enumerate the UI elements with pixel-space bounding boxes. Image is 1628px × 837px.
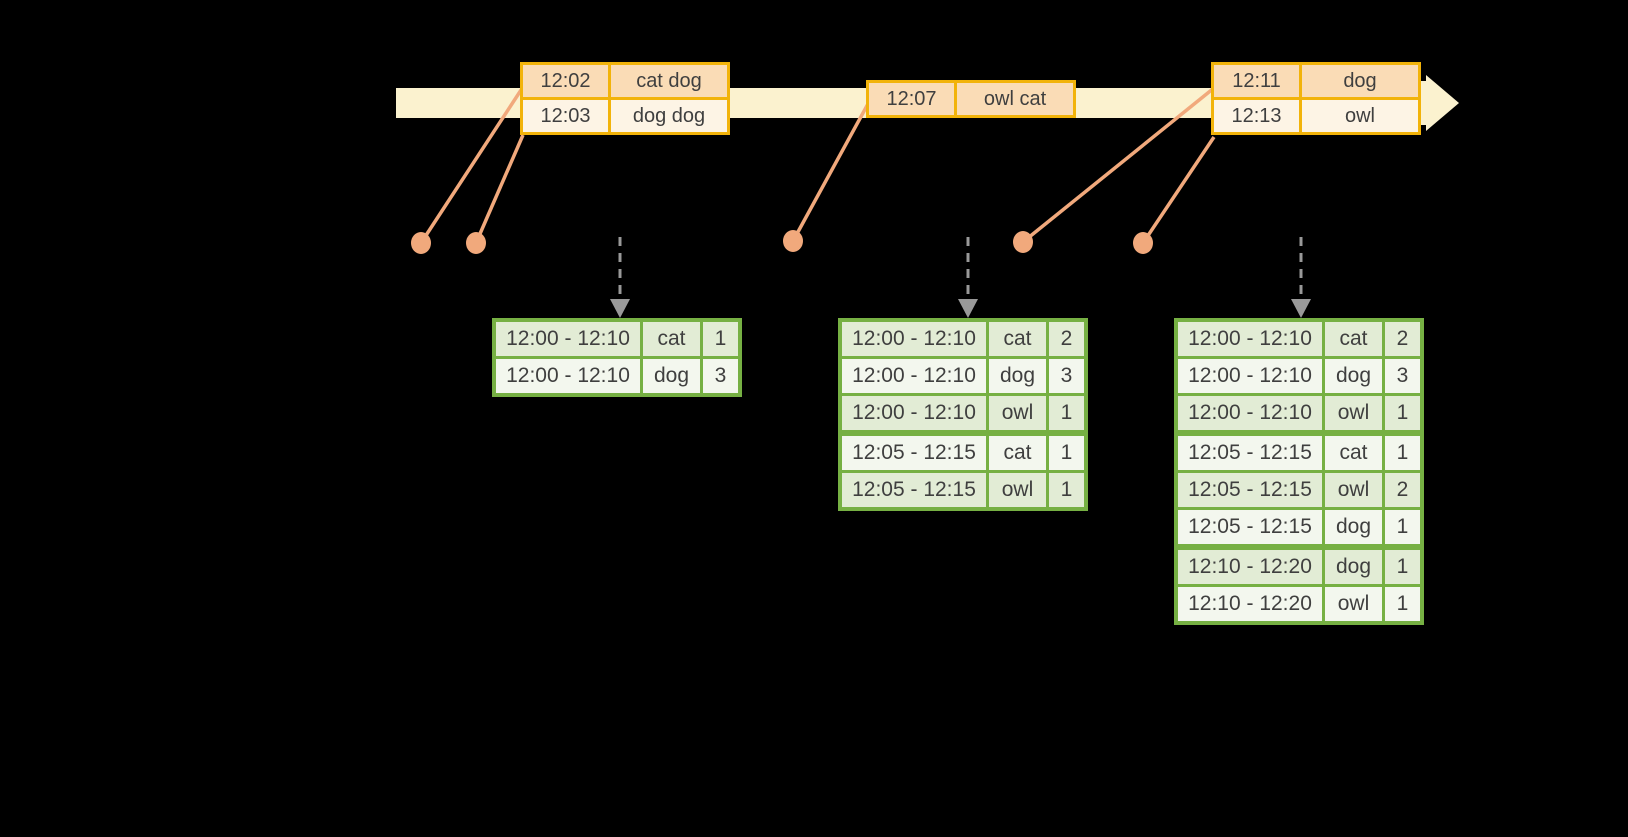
word-cell: cat bbox=[640, 318, 703, 359]
window-cell: 12:00 - 12:10 bbox=[492, 356, 643, 397]
result-row: 12:00 - 12:10 dog 3 bbox=[1174, 356, 1424, 396]
event-words: dog dog bbox=[608, 97, 730, 135]
result-row: 12:05 - 12:15 cat 1 bbox=[1174, 430, 1424, 473]
event-row: 12:13 owl bbox=[1211, 97, 1421, 135]
window-cell: 12:00 - 12:10 bbox=[1174, 356, 1325, 396]
result-table-2: 12:00 - 12:10 cat 2 12:00 - 12:10 dog 3 … bbox=[838, 318, 1088, 511]
count-cell: 1 bbox=[1046, 470, 1088, 511]
word-cell: dog bbox=[640, 356, 703, 397]
word-cell: owl bbox=[986, 393, 1049, 435]
event-time: 12:13 bbox=[1211, 97, 1302, 135]
word-cell: owl bbox=[986, 470, 1049, 511]
word-cell: cat bbox=[1322, 318, 1385, 359]
word-cell: owl bbox=[1322, 470, 1385, 510]
trigger-arrow bbox=[610, 237, 630, 318]
result-row: 12:00 - 12:10 cat 1 bbox=[492, 318, 742, 359]
word-cell: dog bbox=[1322, 544, 1385, 587]
event-row: 12:02 cat dog bbox=[520, 62, 730, 100]
window-cell: 12:05 - 12:15 bbox=[1174, 470, 1325, 510]
result-row: 12:10 - 12:20 owl 1 bbox=[1174, 584, 1424, 625]
connector-line bbox=[419, 86, 525, 244]
result-row: 12:05 - 12:15 cat 1 bbox=[838, 430, 1088, 473]
word-cell: cat bbox=[1322, 430, 1385, 473]
count-cell: 3 bbox=[1382, 356, 1424, 396]
arrow-down-icon bbox=[958, 299, 978, 318]
event-time: 12:11 bbox=[1211, 62, 1302, 100]
result-table-1: 12:00 - 12:10 cat 1 12:00 - 12:10 dog 3 bbox=[492, 318, 742, 397]
window-cell: 12:05 - 12:15 bbox=[1174, 507, 1325, 549]
result-row: 12:00 - 12:10 owl 1 bbox=[838, 393, 1088, 435]
result-table-3: 12:00 - 12:10 cat 2 12:00 - 12:10 dog 3 … bbox=[1174, 318, 1424, 625]
event-dot bbox=[411, 232, 431, 254]
window-cell: 12:10 - 12:20 bbox=[1174, 584, 1325, 625]
count-cell: 1 bbox=[700, 318, 742, 359]
event-dot bbox=[783, 230, 803, 252]
result-row: 12:05 - 12:15 dog 1 bbox=[1174, 507, 1424, 549]
result-row: 12:00 - 12:10 dog 3 bbox=[838, 356, 1088, 396]
event-dot bbox=[1133, 232, 1153, 254]
count-cell: 2 bbox=[1382, 470, 1424, 510]
connector-line bbox=[791, 101, 871, 242]
event-dot bbox=[1013, 231, 1033, 253]
event-row: 12:07 owl cat bbox=[866, 80, 1076, 118]
event-words: dog bbox=[1299, 62, 1421, 100]
trigger-arrow bbox=[958, 237, 978, 318]
count-cell: 1 bbox=[1046, 430, 1088, 473]
result-row: 12:00 - 12:10 dog 3 bbox=[492, 356, 742, 397]
window-cell: 12:00 - 12:10 bbox=[838, 356, 989, 396]
window-cell: 12:05 - 12:15 bbox=[838, 470, 989, 511]
event-table-2: 12:07 owl cat bbox=[866, 80, 1076, 118]
event-table-1: 12:02 cat dog 12:03 dog dog bbox=[520, 62, 730, 135]
count-cell: 1 bbox=[1382, 544, 1424, 587]
count-cell: 1 bbox=[1382, 507, 1424, 549]
window-cell: 12:05 - 12:15 bbox=[1174, 430, 1325, 473]
connector-line bbox=[1141, 136, 1216, 244]
count-cell: 3 bbox=[1046, 356, 1088, 396]
event-words: cat dog bbox=[608, 62, 730, 100]
window-cell: 12:00 - 12:10 bbox=[492, 318, 643, 359]
arrow-down-icon bbox=[1291, 299, 1311, 318]
window-cell: 12:00 - 12:10 bbox=[1174, 393, 1325, 435]
window-cell: 12:00 - 12:10 bbox=[1174, 318, 1325, 359]
result-row: 12:05 - 12:15 owl 2 bbox=[1174, 470, 1424, 510]
count-cell: 1 bbox=[1046, 393, 1088, 435]
result-row: 12:10 - 12:20 dog 1 bbox=[1174, 544, 1424, 587]
word-cell: cat bbox=[986, 430, 1049, 473]
arrow-down-icon bbox=[610, 299, 630, 318]
event-time: 12:02 bbox=[520, 62, 611, 100]
window-cell: 12:00 - 12:10 bbox=[838, 393, 989, 435]
event-table-3: 12:11 dog 12:13 owl bbox=[1211, 62, 1421, 135]
event-words: owl bbox=[1299, 97, 1421, 135]
window-cell: 12:00 - 12:10 bbox=[838, 318, 989, 359]
connector-line bbox=[1021, 86, 1216, 244]
result-row: 12:00 - 12:10 cat 2 bbox=[838, 318, 1088, 359]
timeline-arrowhead-icon bbox=[1426, 75, 1459, 131]
word-cell: cat bbox=[986, 318, 1049, 359]
result-row: 12:00 - 12:10 cat 2 bbox=[1174, 318, 1424, 359]
event-row: 12:11 dog bbox=[1211, 62, 1421, 100]
word-cell: dog bbox=[1322, 356, 1385, 396]
word-cell: dog bbox=[1322, 507, 1385, 549]
word-cell: dog bbox=[986, 356, 1049, 396]
event-time: 12:03 bbox=[520, 97, 611, 135]
window-cell: 12:05 - 12:15 bbox=[838, 430, 989, 473]
event-row: 12:03 dog dog bbox=[520, 97, 730, 135]
count-cell: 1 bbox=[1382, 430, 1424, 473]
trigger-arrow bbox=[1291, 237, 1311, 318]
word-cell: owl bbox=[1322, 584, 1385, 625]
connector-line bbox=[474, 134, 525, 244]
window-cell: 12:10 - 12:20 bbox=[1174, 544, 1325, 587]
result-row: 12:05 - 12:15 owl 1 bbox=[838, 470, 1088, 511]
event-dot bbox=[466, 232, 486, 254]
count-cell: 1 bbox=[1382, 393, 1424, 435]
event-time: 12:07 bbox=[866, 80, 957, 118]
word-cell: owl bbox=[1322, 393, 1385, 435]
event-words: owl cat bbox=[954, 80, 1076, 118]
count-cell: 2 bbox=[1382, 318, 1424, 359]
count-cell: 3 bbox=[700, 356, 742, 397]
count-cell: 2 bbox=[1046, 318, 1088, 359]
count-cell: 1 bbox=[1382, 584, 1424, 625]
result-row: 12:00 - 12:10 owl 1 bbox=[1174, 393, 1424, 435]
